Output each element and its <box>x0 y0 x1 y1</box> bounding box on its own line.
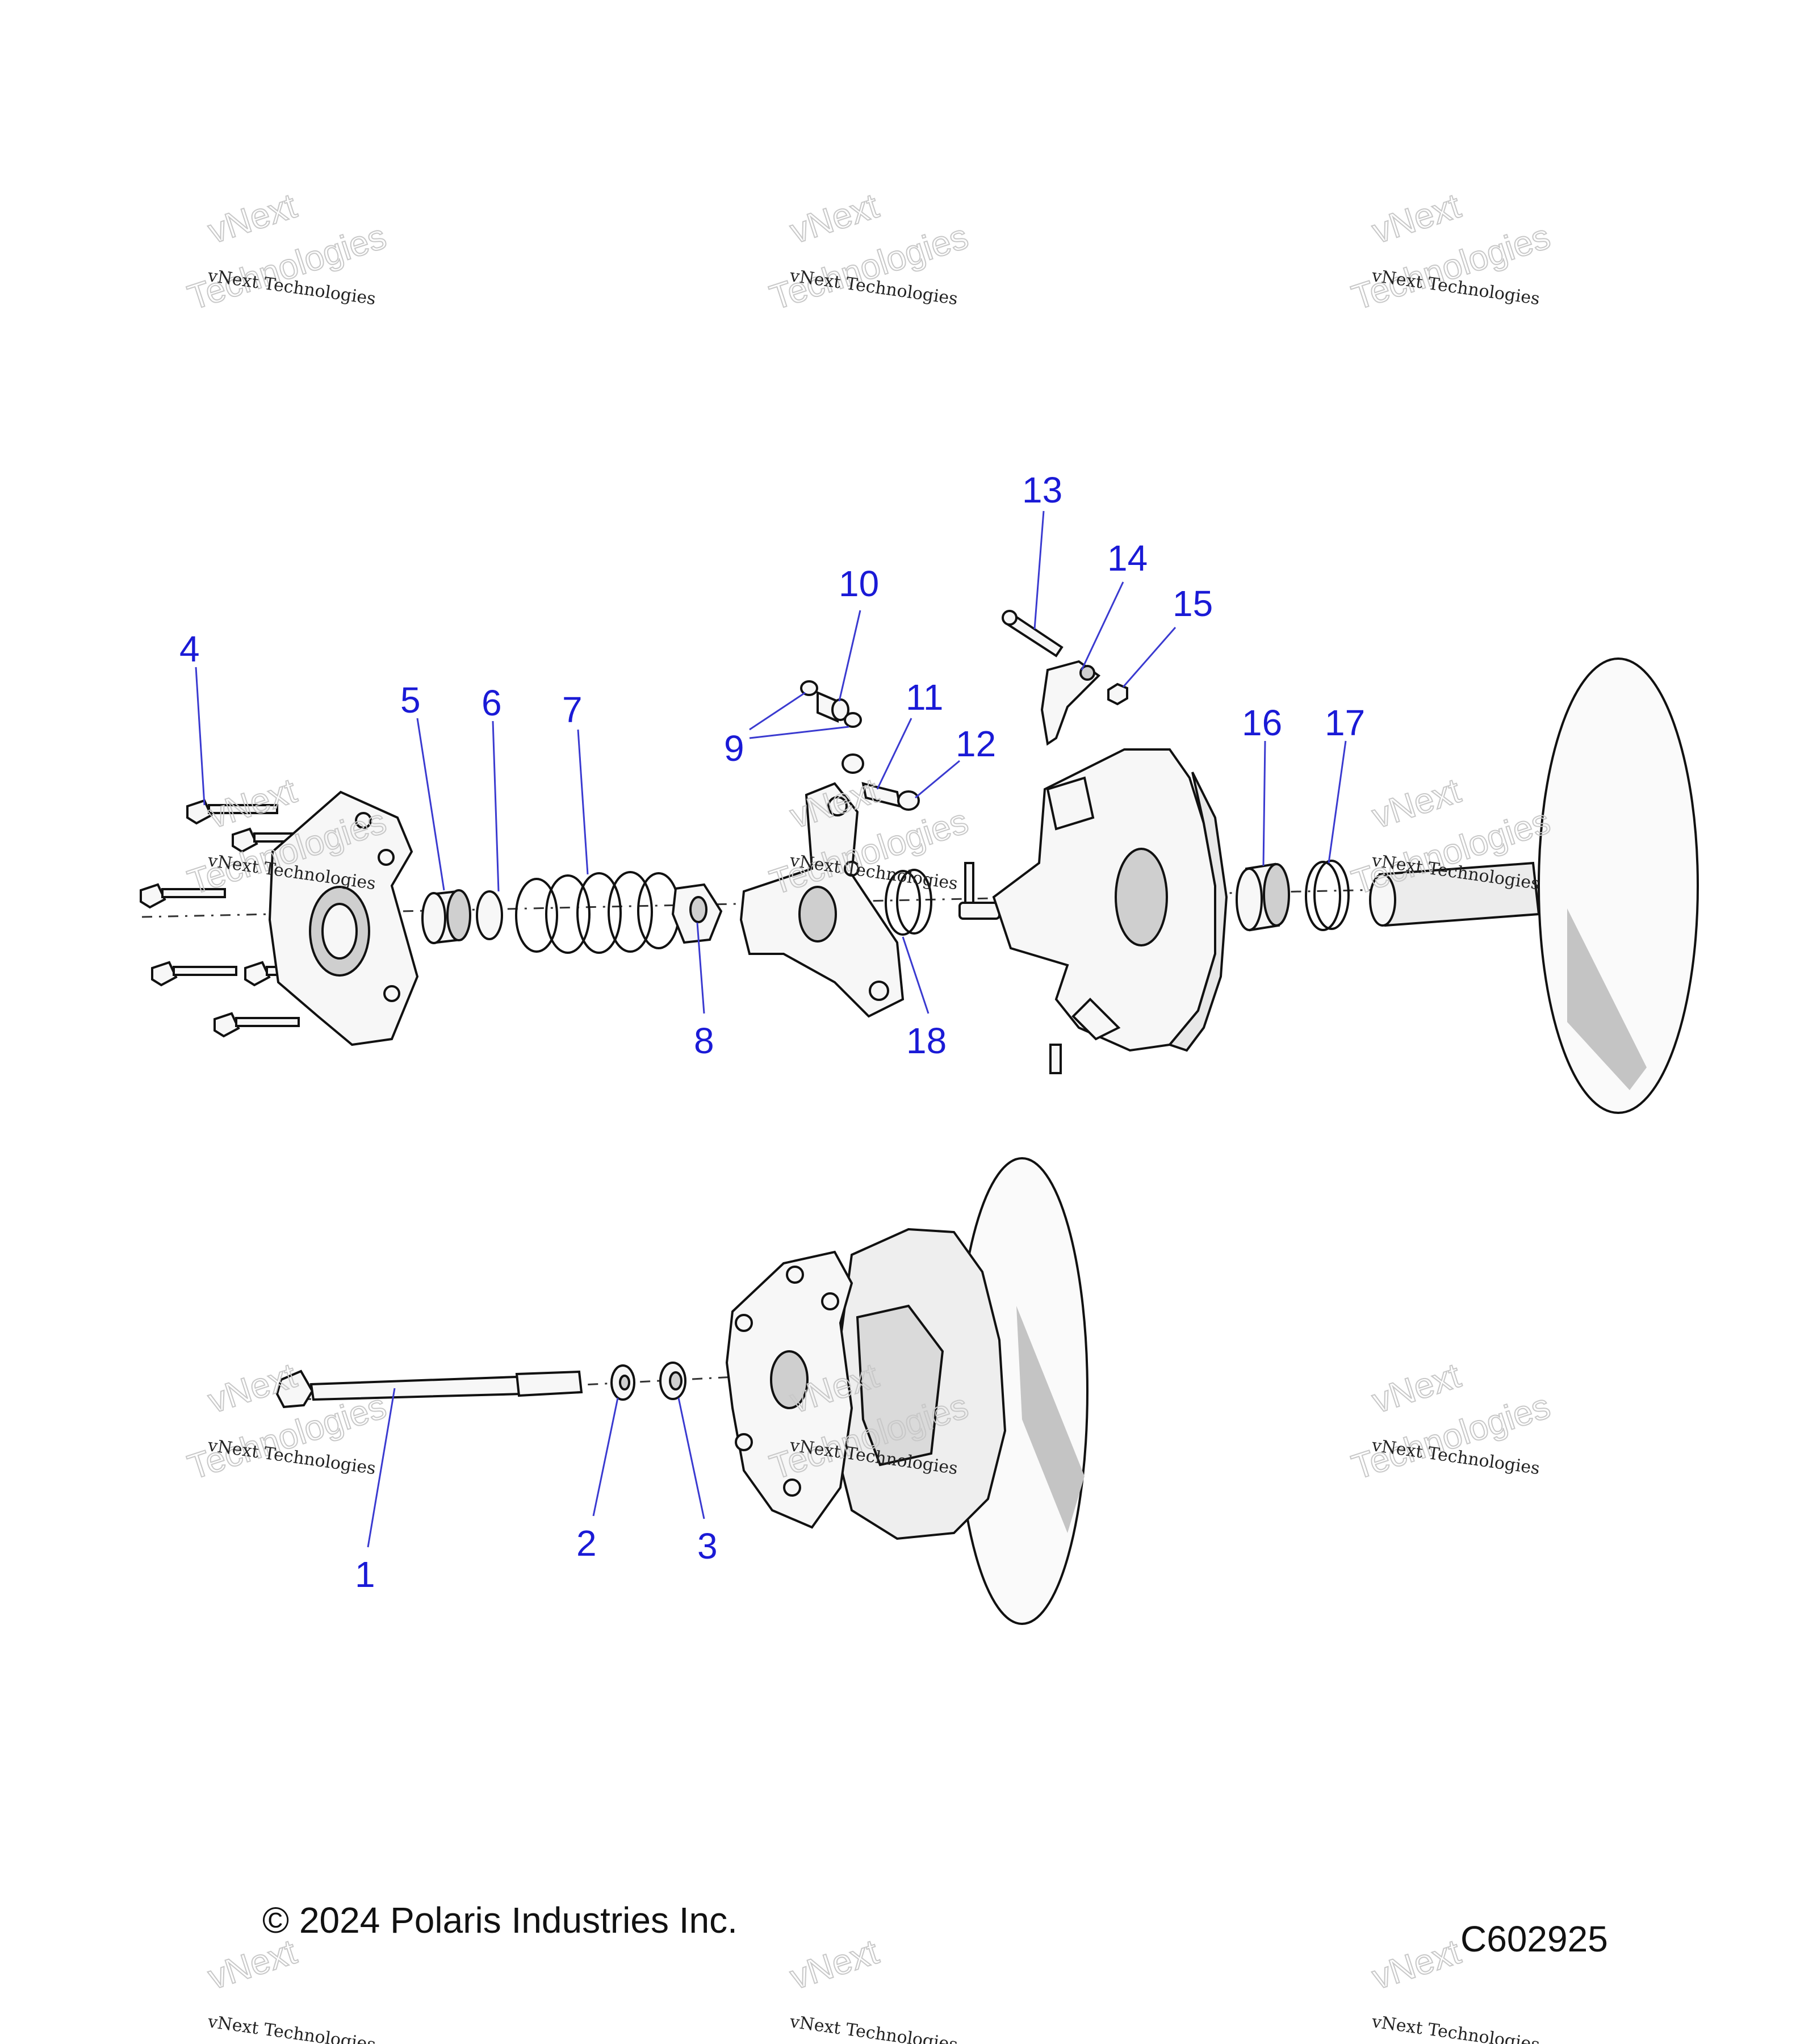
callout-11: 11 <box>906 677 943 718</box>
seal-18 <box>885 869 932 936</box>
bushing-5 <box>421 889 471 944</box>
callout-1: 1 <box>355 1554 375 1595</box>
bolt <box>140 883 226 909</box>
callout-12: 12 <box>956 723 996 764</box>
watermark: vNext Technologies vNext Technologies <box>765 770 974 903</box>
small-fasteners <box>958 862 1000 920</box>
callout-16: 16 <box>1242 702 1282 743</box>
watermark: vNext vNext Technologies <box>785 1932 958 2044</box>
svg-text:vNext: vNext <box>1367 186 1465 252</box>
bolt <box>213 1012 300 1038</box>
watermark: vNext Technologies vNext Technologies <box>765 186 974 318</box>
svg-text:vNext Technologies: vNext Technologies <box>788 2012 959 2044</box>
svg-text:vNext: vNext <box>1367 1932 1465 1997</box>
callout-9: 9 <box>724 728 744 769</box>
svg-text:vNext: vNext <box>203 186 301 252</box>
callout-4: 4 <box>179 629 200 669</box>
moveable-sheave <box>992 748 1228 1074</box>
cover-plate <box>268 790 419 1046</box>
figure-code: C602925 <box>1460 1919 1608 1959</box>
callout-2: 2 <box>576 1523 597 1564</box>
watermarks: vNext Technologies vNext Technologies vN… <box>183 186 1556 2044</box>
callout-6: 6 <box>482 682 502 723</box>
bolt-group-4 <box>140 799 336 1038</box>
callout-10: 10 <box>839 563 879 604</box>
leader-lines <box>195 510 1347 1548</box>
bushing-16 <box>1236 862 1290 932</box>
callout-18: 18 <box>906 1020 947 1061</box>
spider <box>739 782 905 1018</box>
snap-ring-6 <box>476 890 503 940</box>
svg-text:vNext Technologies: vNext Technologies <box>1370 2012 1541 2044</box>
callout-15: 15 <box>1173 583 1213 624</box>
fixed-sheave <box>1369 657 1699 1114</box>
svg-text:vNext: vNext <box>203 1932 301 1997</box>
nut-15 <box>1107 682 1128 706</box>
copyright-notice: © 2024 Polaris Industries Inc. <box>262 1900 738 1941</box>
svg-text:vNext: vNext <box>1367 771 1465 836</box>
svg-text:vNext: vNext <box>785 1932 883 1997</box>
weight-arm-parts <box>1002 610 1128 746</box>
bolt <box>151 961 237 987</box>
callout-7: 7 <box>562 689 583 730</box>
ring-17 <box>1305 860 1350 931</box>
washer-9 <box>800 680 818 696</box>
svg-text:vNext: vNext <box>203 771 301 836</box>
callout-5: 5 <box>400 680 421 721</box>
watermark: vNext Technologies vNext Technologies <box>183 1355 392 1488</box>
lower-assembly <box>275 1157 1088 1625</box>
roller-parts <box>800 680 920 811</box>
washer-2 <box>610 1364 635 1401</box>
callout-8: 8 <box>694 1020 714 1061</box>
spring-cup-8 <box>671 883 723 944</box>
callout-14: 14 <box>1107 538 1148 579</box>
callout-labels: 1 2 3 4 5 6 7 8 9 10 11 12 13 14 15 16 1… <box>179 470 1365 1595</box>
callout-3: 3 <box>697 1526 718 1566</box>
svg-text:vNext: vNext <box>1367 1356 1465 1421</box>
washer-9b <box>844 712 862 728</box>
callout-17: 17 <box>1325 702 1365 743</box>
svg-text:vNext: vNext <box>785 186 883 252</box>
svg-text:vNext: vNext <box>203 1356 301 1421</box>
upper-assembly <box>140 610 1699 1114</box>
bushing-3 <box>659 1362 686 1400</box>
assembled-clutch <box>725 1157 1088 1625</box>
bolt <box>186 799 278 825</box>
watermark: vNext vNext Technologies <box>203 1932 376 2044</box>
svg-text:vNext Technologies: vNext Technologies <box>206 2012 377 2044</box>
bolt-1 <box>275 1369 583 1409</box>
watermark: vNext Technologies vNext Technologies <box>1347 186 1556 318</box>
watermark: vNext Technologies vNext Technologies <box>183 186 392 318</box>
callout-13: 13 <box>1022 470 1062 510</box>
roller-12 <box>897 790 920 811</box>
spring-7 <box>515 871 680 954</box>
watermark: vNext Technologies vNext Technologies <box>1347 1355 1556 1488</box>
